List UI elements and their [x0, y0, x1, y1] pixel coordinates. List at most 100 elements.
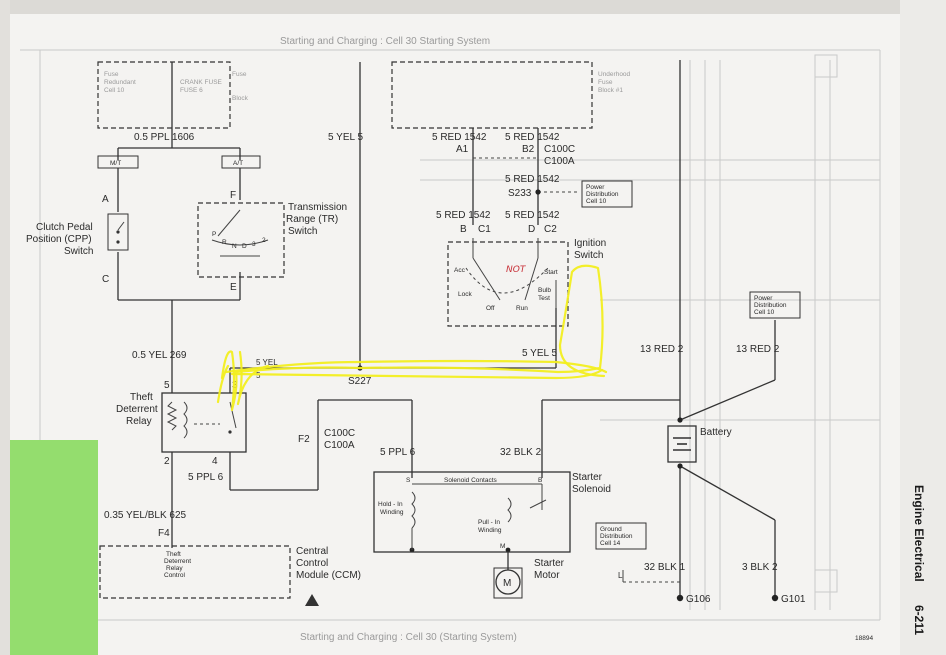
ign-pos-bulb: Bulb [538, 287, 551, 294]
theft-deterrent-relay: 5 3 2 4 Theft Deterrent Relay [116, 380, 247, 467]
tr-label-0: Transmission [288, 202, 347, 213]
wire-red-1542-c: 5 RED 1542 [505, 174, 560, 185]
svg-text:N: N [232, 243, 237, 250]
ccm-label-1: Control [296, 558, 328, 569]
connector-c1: C1 [478, 224, 491, 235]
connector-c100a-b: C100A [324, 440, 355, 451]
starter-motor: M Starter Motor [493, 558, 565, 599]
mt-label: M/T [110, 160, 121, 167]
central-control-module: Theft Deterrent Relay Control Central Co… [99, 545, 361, 606]
svg-text:P: P [212, 231, 216, 238]
power-distribution-top: Power Distribution Cell 10 [581, 180, 633, 208]
cpp-label-1: Position (CPP) [26, 234, 92, 245]
svg-text:3: 3 [252, 241, 256, 248]
wiring [117, 60, 776, 595]
ccm-inner-3: Control [164, 572, 186, 579]
relay-label-1: Deterrent [116, 404, 158, 415]
starter-solenoid: S B M Solenoid Contacts Hold - In Windin… [373, 471, 611, 553]
fuse-left-text-2: Cell 10 [104, 87, 125, 94]
ccm-inner-2: Relay [166, 565, 183, 572]
ignition-label-0: Ignition [574, 238, 606, 249]
ign-pos-lock: Lock [458, 291, 472, 298]
esd-warning-icon [305, 594, 319, 606]
tr-label-1: Range (TR) [286, 214, 338, 225]
ground-dist-2: Cell 14 [600, 540, 621, 547]
mirrored-caption: Starting and Charging : Cell 30 (Startin… [300, 632, 517, 643]
wire-red-1542-b: 5 RED 1542 [505, 132, 560, 143]
wire-ppl-6-b: 5 PPL 6 [380, 447, 416, 458]
connector-s227: S227 [348, 376, 372, 387]
relay-pin-2: 2 [164, 456, 170, 467]
wire-yel-5-top: 5 YEL 5 [328, 132, 363, 143]
highlighter-marks [216, 264, 608, 412]
pdc-right-2: Cell 10 [754, 309, 775, 316]
fuse-right-text-2: Block #1 [598, 87, 623, 94]
connector-g106: G106 [686, 594, 711, 605]
pull-in-0: Pull - In [478, 519, 500, 526]
tr-label-2: Switch [288, 226, 317, 237]
svg-text:D: D [242, 243, 247, 250]
relay-label-2: Relay [126, 416, 152, 427]
header-title: Starting and Charging : Cell 30 Starting… [280, 36, 490, 47]
junction-dots [357, 189, 779, 602]
handwritten-note: NOT [506, 265, 527, 275]
wire-blk-2: 32 BLK 2 [500, 447, 542, 458]
fuse-left-text-3: CRANK FUSE [180, 79, 223, 86]
cpp-pin-a: A [102, 194, 109, 205]
ground-dist-1: Distribution [600, 533, 633, 540]
bleed-through [20, 49, 881, 621]
pdc-top-1: Distribution [586, 191, 619, 198]
wire-yel-269: 0.5 YEL 269 [132, 350, 187, 361]
ign-pos-off: Off [486, 305, 495, 312]
wire-yel-5-mid: 5 YEL [256, 358, 278, 367]
connector-g101: G101 [781, 594, 806, 605]
pdc-right-1: Distribution [754, 302, 787, 309]
motor-symbol: M [503, 578, 511, 589]
cpp-label-2: Switch [64, 246, 93, 257]
fuse-block-left: Fuse Redundant Cell 10 CRANK FUSE FUSE 6… [97, 61, 249, 129]
tr-switch: P R N D 3 2 F E Transmission Range (TR) … [197, 190, 347, 293]
fuse-right-text-1: Fuse [598, 79, 613, 86]
relay-pin-4: 4 [212, 456, 218, 467]
battery-label: Battery [700, 427, 732, 438]
ign-pos-acc: Acc [454, 267, 466, 274]
cpp-pin-c: C [102, 274, 109, 285]
cpp-label-0: Clutch Pedal [36, 222, 93, 233]
fuse-block-right: Underhood Fuse Block #1 [391, 61, 631, 129]
wire-red-1542-d: 5 RED 1542 [436, 210, 491, 221]
starter-motor-label-1: Motor [534, 570, 560, 581]
fuse-left-text-5: Fuse [232, 71, 247, 78]
hold-in-1: Winding [380, 509, 404, 516]
solenoid-contacts-label: Solenoid Contacts [444, 477, 498, 484]
wire-red-2-b: 13 RED 2 [736, 344, 780, 355]
wire-ppl-6-a: 5 PPL 6 [188, 472, 224, 483]
wire-blk-1: 32 BLK 1 [644, 562, 686, 573]
figure-reference: 18894 [855, 635, 873, 642]
sol-pin-b: B [538, 477, 542, 484]
wire-blk-3-2: 3 BLK 2 [742, 562, 778, 573]
ignition-switch: Acc Lock Off Run Bulb Test Start NOT Ign… [447, 238, 606, 327]
relay-label-0: Theft [130, 392, 153, 403]
ignition-label-1: Switch [574, 250, 603, 261]
relay-pin-5: 5 [164, 380, 170, 391]
starter-solenoid-label-1: Solenoid [572, 484, 611, 495]
section-label: Engine Electrical [912, 485, 926, 582]
tr-pin-f: F [230, 190, 236, 201]
starter-solenoid-label-0: Starter [572, 472, 603, 483]
connector-b2: B2 [522, 144, 535, 155]
starter-motor-label-0: Starter [534, 558, 565, 569]
connector-c100c: C100C [544, 144, 575, 155]
ground-distribution: Ground Distribution Cell 14 L [595, 522, 647, 580]
ign-pos-start: Start [544, 269, 558, 276]
connector-a1: A1 [456, 144, 469, 155]
svg-text:2: 2 [262, 237, 266, 244]
connector-f2: F2 [298, 434, 310, 445]
ccm-inner-0: Theft [166, 551, 181, 558]
page-number: 6-211 [912, 605, 926, 635]
connector-f4: F4 [158, 528, 170, 539]
connector-b: B [460, 224, 467, 235]
pdc-right-0: Power [754, 295, 773, 302]
at-label: A/T [233, 160, 243, 167]
